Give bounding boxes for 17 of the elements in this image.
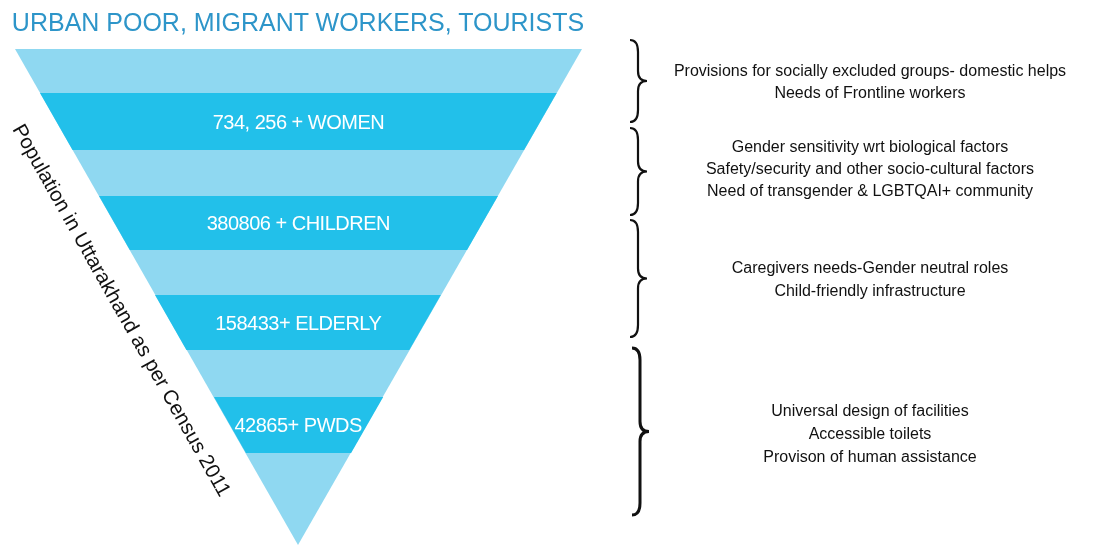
band-label: 734, 256 + WOMEN <box>211 110 386 133</box>
band-label: 158433+ ELDERLY <box>214 311 383 334</box>
note-text: Caregivers needs-Gender neutral roles <box>730 259 1010 277</box>
note-text: Accessible toilets <box>807 425 933 443</box>
population-band <box>155 295 442 350</box>
population-band <box>213 397 383 453</box>
note-text: Need of transgender & LGBTQAI+ community <box>706 182 1034 200</box>
note-text: Safety/security and other socio-cultural factors <box>704 160 1036 178</box>
band-label: 380806 + CHILDREN <box>205 211 391 235</box>
note-text: Child-friendly infrastructure <box>773 282 967 300</box>
note-text: Needs of Frontline workers <box>773 84 967 102</box>
note-text: Universal design of facilities <box>770 402 970 420</box>
note-text: Gender sensitivity wrt biological factors <box>730 138 1010 156</box>
band-label: 42865+ PWDS <box>233 413 363 437</box>
title: URBAN POOR, MIGRANT WORKERS, TOURISTS <box>10 8 586 37</box>
note-text: Provison of human assistance <box>762 448 978 466</box>
note-text: Provisions for socially excluded groups- domestic helps <box>672 62 1068 80</box>
